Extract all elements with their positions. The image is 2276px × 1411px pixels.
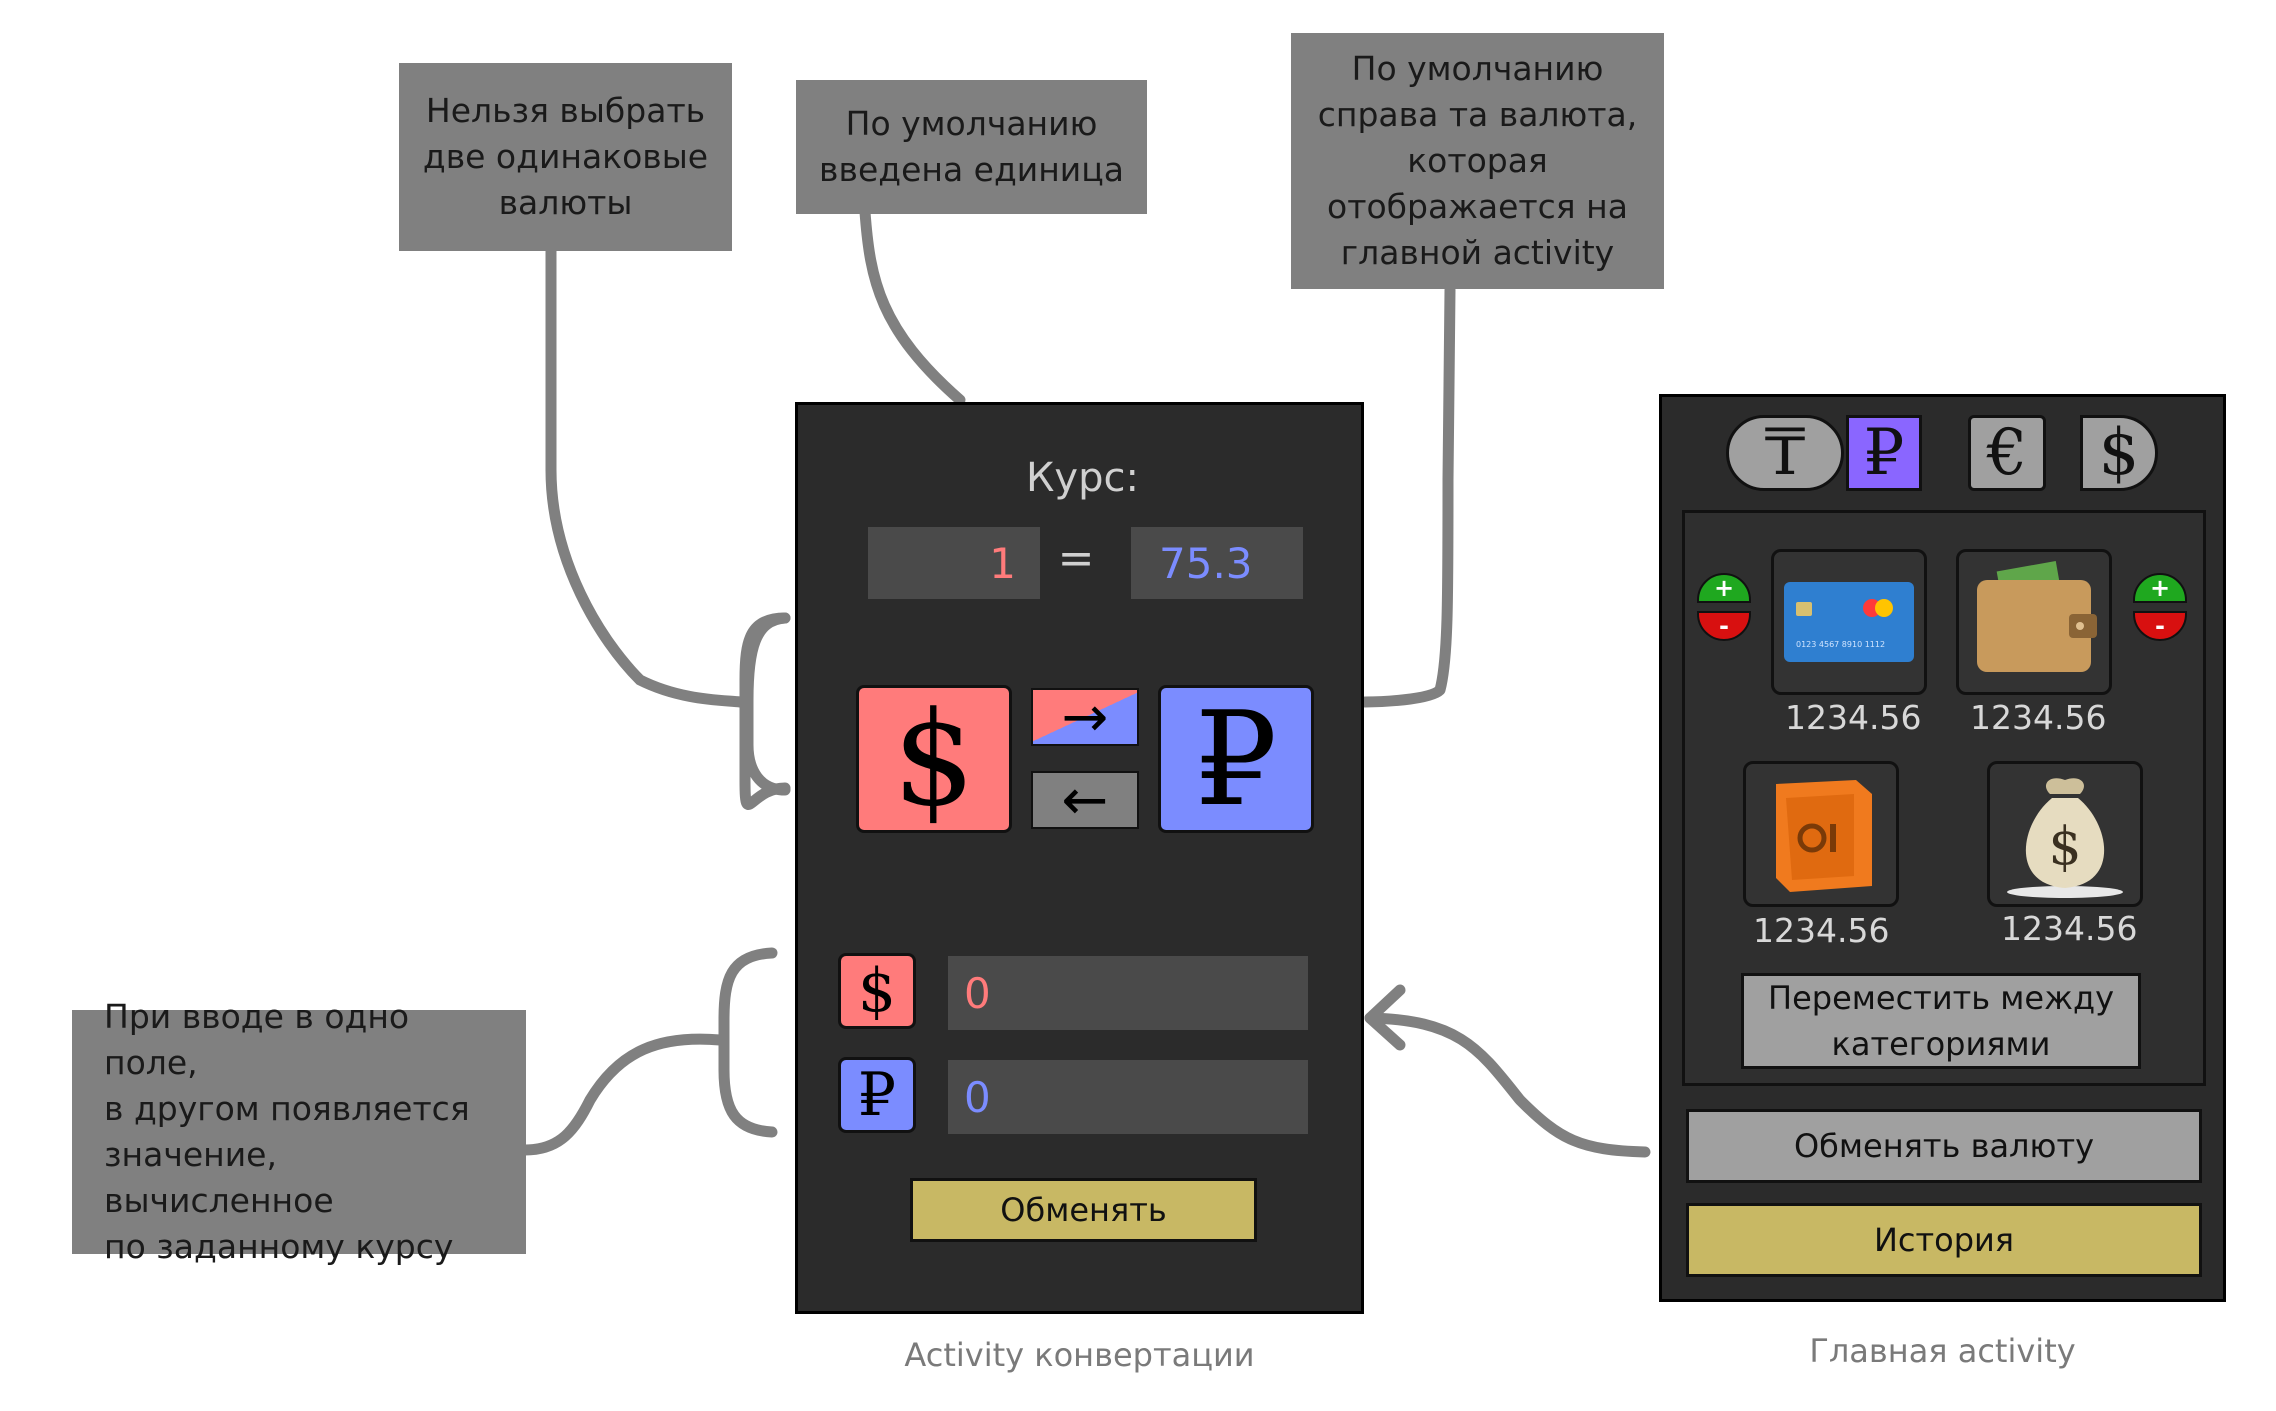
rate-label: Курс:	[1026, 455, 1139, 501]
tab-euro[interactable]: €	[1968, 415, 2046, 491]
account-safe[interactable]	[1743, 761, 1899, 907]
conversion-caption: Activity конвертации	[904, 1336, 1255, 1374]
tab-ruble[interactable]: ₽	[1846, 415, 1922, 491]
account-amount-safe: 1234.56	[1753, 911, 1890, 950]
dollar-icon: $	[2098, 416, 2140, 490]
card-number: 0123 4567 8910 1112	[1796, 640, 1885, 649]
arrow-right-icon: →	[1061, 684, 1109, 750]
minus-icon: -	[1719, 612, 1729, 640]
left-minus-button[interactable]: -	[1697, 611, 1751, 641]
field-left-input[interactable]: 0	[948, 956, 1308, 1030]
account-amount-money-bag: 1234.56	[2001, 909, 2138, 948]
field-left-currency-icon: $	[838, 953, 916, 1029]
accounts-container: + - + - 0123 4567 8910 1112 1234.56	[1682, 510, 2206, 1086]
right-plus-button[interactable]: +	[2133, 573, 2187, 603]
exchange-button[interactable]: Обменять	[910, 1178, 1257, 1242]
rate-equals: =	[1057, 533, 1095, 584]
main-activity-panel: ₸ ₽ € $ + - + - 0123 45	[1659, 394, 2226, 1302]
move-between-categories-button[interactable]: Переместить между категориями	[1741, 973, 2141, 1069]
field-right-currency-icon: ₽	[838, 1057, 916, 1133]
tab-dollar[interactable]: $	[2080, 415, 2158, 491]
minus-icon: -	[2155, 612, 2165, 640]
rate-left-input[interactable]: 1	[868, 527, 1040, 599]
arrow-left-icon: ←	[1061, 767, 1109, 833]
euro-icon: €	[1986, 416, 2028, 490]
arrow-left-button[interactable]: ←	[1031, 768, 1139, 833]
money-bag-dollar: $	[2048, 817, 2081, 877]
note-default-right: По умолчанию справа та валюта, которая о…	[1291, 33, 1664, 289]
exchange-currency-button[interactable]: Обменять валюту	[1686, 1109, 2202, 1183]
account-wallet[interactable]	[1956, 549, 2112, 695]
safe-icon	[1776, 780, 1872, 892]
left-plus-button[interactable]: +	[1697, 573, 1751, 603]
money-bag-icon: $	[2007, 778, 2123, 898]
tenge-icon: ₸	[1764, 416, 1806, 490]
rate-right-input[interactable]: 75.3	[1131, 527, 1303, 599]
tab-tenge[interactable]: ₸	[1726, 415, 1844, 491]
credit-card-icon: 0123 4567 8910 1112	[1784, 582, 1914, 662]
plus-icon: +	[1713, 574, 1735, 602]
account-amount-wallet: 1234.56	[1970, 698, 2107, 737]
arrow-right-button[interactable]: →	[1031, 685, 1139, 750]
plus-icon: +	[2149, 574, 2171, 602]
note-default-one: По умолчанию введена единица	[796, 80, 1147, 214]
account-amount-card: 1234.56	[1785, 698, 1922, 737]
main-caption: Главная activity	[1809, 1332, 2076, 1370]
right-minus-button[interactable]: -	[2133, 611, 2187, 641]
account-money-bag[interactable]: $	[1987, 761, 2143, 907]
history-button[interactable]: История	[1686, 1203, 2202, 1277]
conversion-activity-panel: Курс: 1 = 75.3 $ → ← ₽ $ 0 ₽ 0 Обменять	[795, 402, 1364, 1314]
field-right-input[interactable]: 0	[948, 1060, 1308, 1134]
left-currency-dollar[interactable]: $	[856, 683, 1012, 835]
ruble-icon: ₽	[1863, 416, 1905, 490]
note-same-currency: Нельзя выбрать две одинаковые валюты	[399, 63, 732, 251]
note-input-sync: При вводе в одно поле, в другом появляет…	[72, 997, 526, 1266]
right-currency-ruble[interactable]: ₽	[1158, 683, 1314, 835]
wallet-icon	[1977, 561, 2097, 672]
account-card[interactable]: 0123 4567 8910 1112	[1771, 549, 1927, 695]
